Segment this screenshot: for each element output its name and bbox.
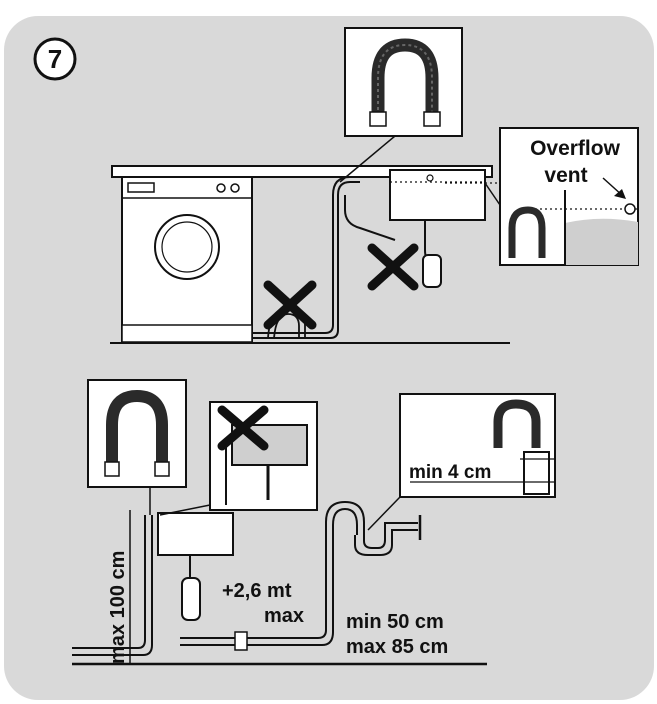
drain-hose-top [252, 176, 396, 339]
inset-hose-guide-left [87, 379, 187, 515]
sink-top [389, 169, 486, 288]
countertop [111, 165, 493, 178]
cross-icon [367, 243, 419, 291]
control-knob [216, 183, 226, 193]
washing-machine [121, 176, 253, 343]
inset-min-gap: min 4 cm [367, 393, 556, 531]
height-dimension: max 100 cm [107, 510, 131, 664]
trap-right [354, 515, 422, 556]
cross-icon [263, 280, 317, 330]
connector-icon [234, 631, 248, 651]
vent-label: vent [544, 164, 587, 187]
standpipe-left [72, 515, 153, 656]
overflow-label: Overflow [530, 137, 621, 160]
max-height-label: max 100 cm [107, 551, 129, 664]
extension-max-label: max [264, 605, 304, 627]
sink-bottom [157, 512, 234, 621]
max-drain-height-label: max 85 cm [346, 636, 448, 658]
control-knob [230, 183, 240, 193]
siphon-icon [422, 254, 442, 288]
step-badge: 7 [33, 37, 77, 81]
inset-overflow-vent: Overflow vent [445, 127, 639, 266]
standpipe-icon [523, 451, 550, 495]
detergent-drawer [127, 182, 155, 193]
cross-icon [217, 405, 269, 451]
hose-guide-icon [493, 399, 541, 448]
hose-guide-icon [508, 206, 546, 258]
min-gap-label: min 4 cm [409, 462, 491, 483]
extension-label: +2,6 mt [222, 580, 292, 602]
overflow-hole-icon [426, 174, 434, 182]
min-height-label: min 50 cm [346, 611, 444, 633]
siphon-icon [181, 577, 201, 621]
vent-hole-icon [624, 203, 636, 215]
water-level [565, 218, 638, 265]
panel-background [4, 16, 654, 700]
step-number: 7 [48, 44, 62, 74]
door-icon [154, 214, 220, 280]
extension-hose [180, 500, 365, 651]
inset-wrong-sink [159, 401, 318, 516]
hose-guide-icon [106, 389, 168, 472]
inset-hose-guide-top [339, 27, 463, 183]
